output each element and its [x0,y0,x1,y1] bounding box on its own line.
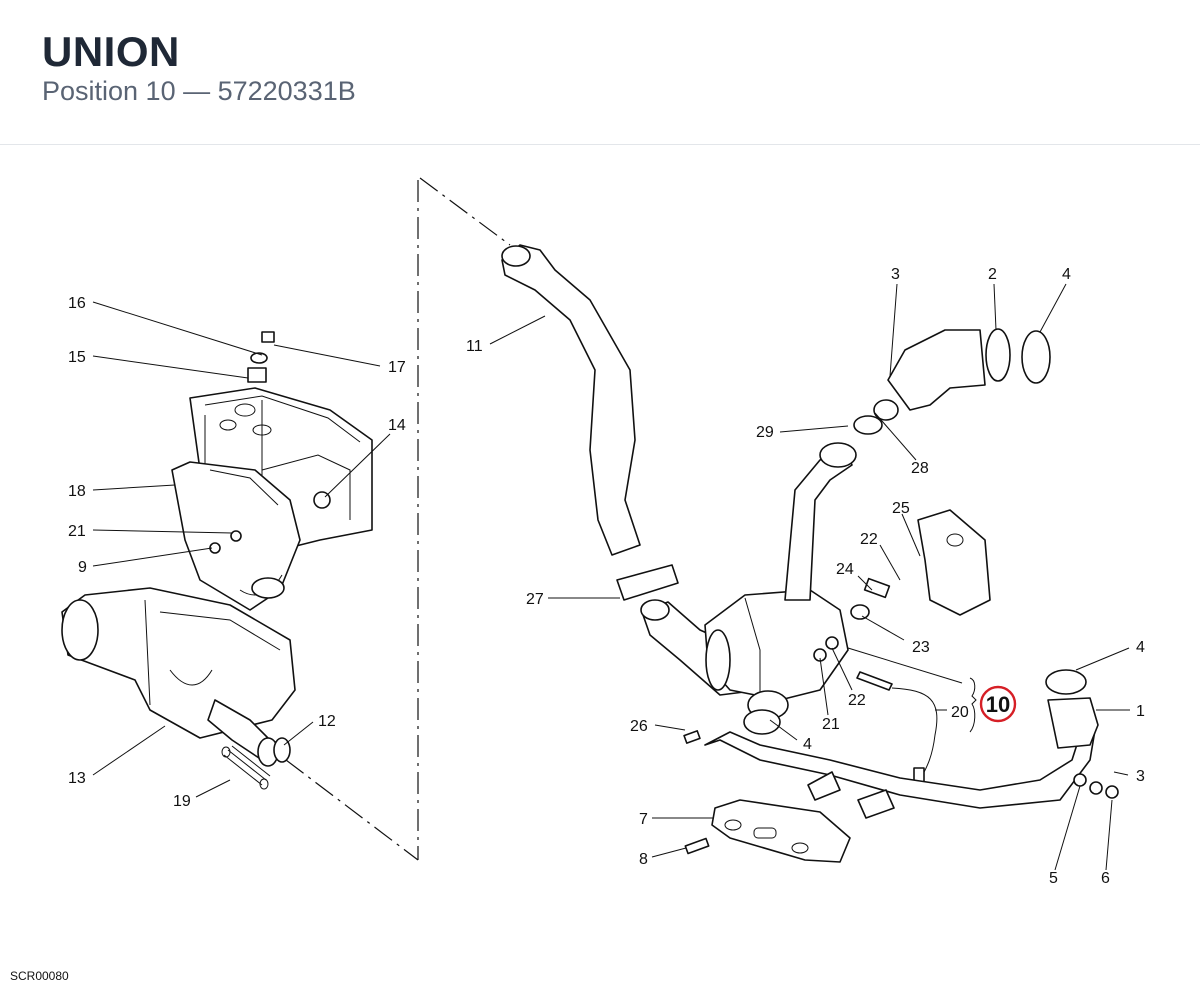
header: UNION Position 10 — 57220331B [0,0,1200,145]
callout-15: 15 [68,349,86,366]
callout-16: 16 [68,295,86,312]
callout-8: 8 [639,851,648,868]
callout-9: 9 [78,559,87,576]
callout-21: 21 [68,523,86,540]
callout-11: 11 [466,338,483,355]
callout-20: 20 [951,704,969,721]
callout-4-top: 4 [1062,266,1071,283]
callout-25: 25 [892,500,910,517]
callout-22-top: 22 [860,531,878,548]
callout-19: 19 [173,793,191,810]
callout-4-lower: 4 [803,736,812,753]
callout-1: 1 [1136,703,1145,720]
callout-3-top: 3 [891,266,900,283]
callout-4-right: 4 [1136,639,1145,656]
highlight-callout[interactable]: 10 [979,685,1017,723]
right-exhaust-assembly [501,244,1119,863]
leader-lines [92,283,1130,871]
highlight-callout-number: 10 [986,692,1010,717]
callout-12: 12 [318,713,336,730]
position-subtitle: Position 10 — 57220331B [42,76,356,106]
callout-18: 18 [68,483,86,500]
drawing-reference-code: SCR00080 [10,969,69,983]
callout-29: 29 [756,424,774,441]
callout-24: 24 [836,561,854,578]
callout-2: 2 [988,266,997,283]
callout-14: 14 [388,417,406,434]
callout-13: 13 [68,770,86,787]
callout-28: 28 [911,460,929,477]
callout-22-lower: 22 [848,692,866,709]
callout-7: 7 [639,811,648,828]
left-muffler-assembly [61,331,373,790]
part-name: UNION [42,28,180,75]
callout-6: 6 [1101,870,1110,887]
callout-5: 5 [1049,870,1058,887]
callout-21-right: 21 [822,716,840,733]
callout-numbers: 16 15 17 14 18 21 9 13 12 19 11 27 26 7 … [68,266,1145,887]
exploded-parts-diagram: 10 16 15 17 14 18 21 9 13 12 19 11 27 26… [61,177,1145,887]
callout-23: 23 [912,639,930,656]
callout-3-right: 3 [1136,768,1145,785]
callout-26: 26 [630,718,648,735]
section-divider [285,177,511,861]
callout-27: 27 [526,591,544,608]
callout-17: 17 [388,359,406,376]
